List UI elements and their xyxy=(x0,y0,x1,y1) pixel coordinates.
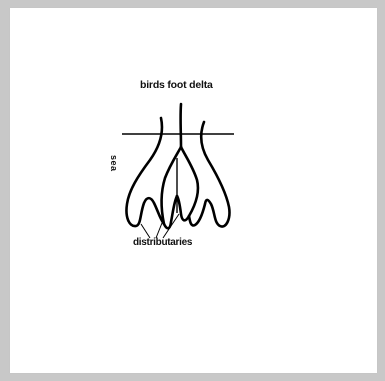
distributary-right-bank xyxy=(177,147,198,220)
pointer-line-left xyxy=(141,224,150,238)
diagram-title: birds foot delta xyxy=(140,79,213,91)
sea-label: sea xyxy=(109,155,119,172)
distributaries-label: distributaries xyxy=(133,237,192,248)
pointer-line-middle xyxy=(156,223,162,238)
